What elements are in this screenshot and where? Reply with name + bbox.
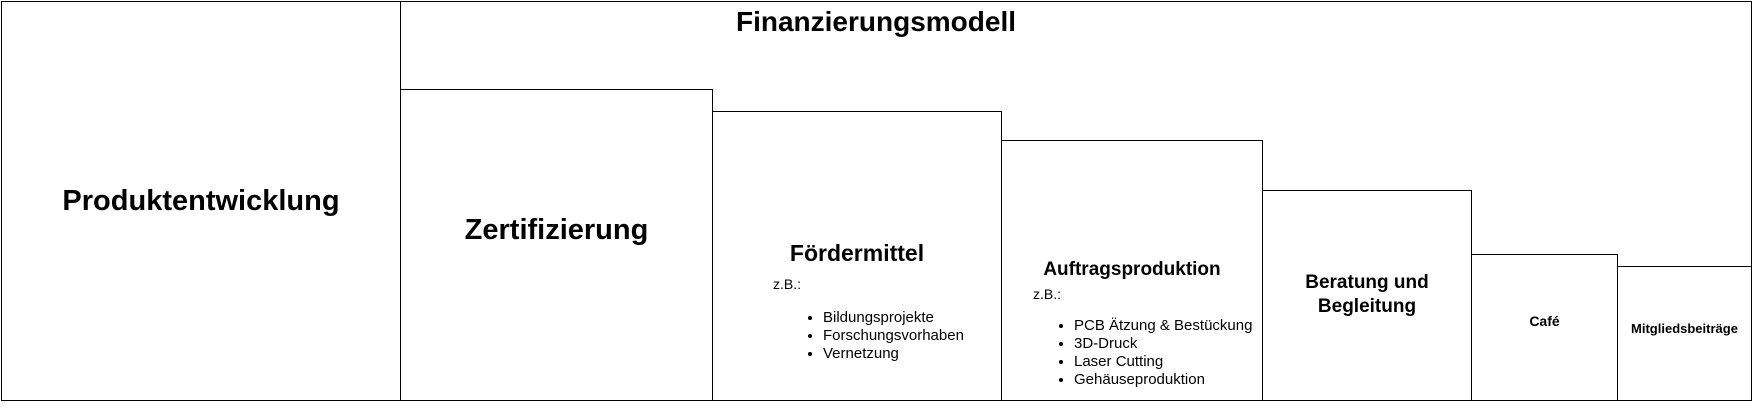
list-item: Bildungsprojekte bbox=[823, 309, 964, 327]
block-foerdermittel-note: z.B.: bbox=[773, 276, 802, 292]
block-auftragsproduktion-note: z.B.: bbox=[1033, 286, 1062, 302]
block-produktentwicklung: Produktentwicklung bbox=[1, 1, 401, 401]
list-item: Gehäuseproduktion bbox=[1074, 371, 1252, 389]
diagram-title: Finanzierungsmodell bbox=[735, 6, 1017, 37]
list-item: Laser Cutting bbox=[1074, 353, 1252, 371]
list-item: PCB Ätzung & Bestückung bbox=[1074, 317, 1252, 335]
block-foerdermittel: Fördermittel z.B.: Bildungsprojekte Fors… bbox=[712, 111, 1002, 401]
list-item: Forschungsvorhaben bbox=[823, 327, 964, 345]
block-auftragsproduktion-label: Auftragsproduktion bbox=[1043, 259, 1221, 280]
block-mitgliedsbeitraege-label: Mitgliedsbeiträge bbox=[1631, 321, 1738, 336]
list-item: 3D-Druck bbox=[1074, 335, 1252, 353]
list-item: Vernetzung bbox=[823, 345, 964, 363]
block-produktentwicklung-label: Produktentwicklung bbox=[62, 184, 340, 217]
block-foerdermittel-label: Fördermittel bbox=[789, 240, 925, 266]
foerdermittel-list: Bildungsprojekte Forschungsvorhaben Vern… bbox=[801, 309, 964, 363]
block-auftragsproduktion: Auftragsproduktion z.B.: PCB Ätzung & Be… bbox=[1001, 140, 1263, 401]
block-zertifizierung: Zertifizierung bbox=[400, 89, 713, 401]
block-cafe-label: Café bbox=[1529, 312, 1560, 329]
block-beratung-label: Beratung und Begleitung bbox=[1305, 272, 1429, 317]
block-cafe: Café bbox=[1471, 254, 1618, 401]
block-beratung: Beratung und Begleitung bbox=[1262, 190, 1472, 401]
block-zertifizierung-label: Zertifizierung bbox=[464, 213, 649, 246]
block-mitgliedsbeitraege: Mitgliedsbeiträge bbox=[1617, 266, 1752, 401]
auftragsproduktion-list: PCB Ätzung & Bestückung 3D-Druck Laser C… bbox=[1052, 317, 1252, 389]
